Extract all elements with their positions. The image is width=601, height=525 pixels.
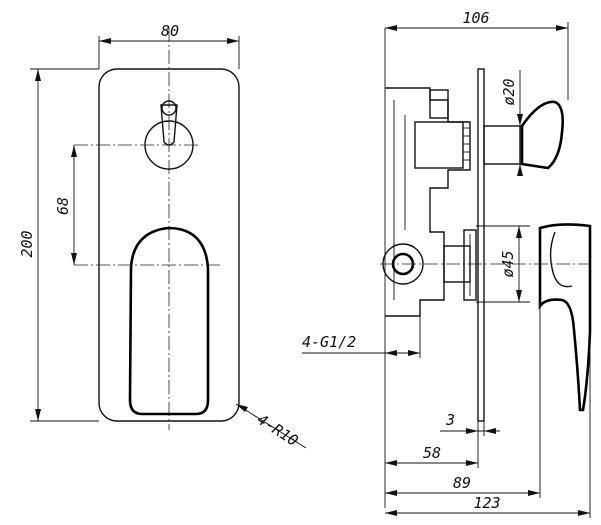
dim-68-label: 68	[54, 197, 72, 215]
dim-106-label: 106	[462, 9, 489, 27]
dim-200-label: 200	[18, 230, 36, 257]
dim-20-arrow-top	[517, 114, 523, 126]
dim-45-label: ø45	[499, 250, 517, 277]
lever-side-body	[538, 223, 592, 412]
corner-leader	[235, 403, 307, 449]
dim-68-arrow-top	[71, 145, 77, 157]
dim-123-arrow-left	[385, 510, 397, 516]
dim-thread-label: 4-G1/2	[302, 333, 356, 351]
dim-89-arrow-left	[385, 490, 397, 496]
dim-80-arrow-left	[99, 38, 111, 44]
dim-thread-arrow-left	[385, 350, 397, 356]
dim-68-arrow-bottom	[71, 253, 77, 265]
corner-label: 4-R10	[254, 410, 302, 450]
valve-body-outline	[385, 87, 471, 317]
mixer-lever-handle	[128, 226, 210, 416]
mixer-flange	[463, 229, 477, 301]
dim-106-arrow-right	[556, 25, 568, 31]
dim-20-arrow-bottom	[517, 164, 523, 176]
lever-side-inner	[549, 231, 573, 288]
front-view: 80 200 68 4-R10	[18, 22, 307, 450]
knob-side-body	[520, 100, 564, 170]
knob-shaft	[483, 125, 521, 165]
dim-123-arrow-right	[578, 510, 590, 516]
dim-80-arrow-right	[227, 38, 239, 44]
diverter-cartridge	[414, 121, 464, 169]
dim-123-label: 123	[473, 494, 500, 512]
diverter-knob-tip	[161, 100, 177, 116]
dim-200-arrow-top	[35, 69, 41, 81]
dim-3-label: 3	[445, 411, 455, 429]
dim-89-arrow-right	[528, 490, 540, 496]
side-view: 106 ø20 ø45 4-G1/2 3 58	[302, 9, 592, 518]
dim-58-label: 58	[423, 444, 441, 462]
dim-20-label: ø20	[500, 78, 518, 105]
dim-58-arrow-right	[466, 460, 478, 466]
dim-58-arrow-left	[385, 460, 397, 466]
cover-plate	[477, 68, 485, 422]
dim-80-label: 80	[161, 22, 179, 40]
dim-200-arrow-bottom	[35, 409, 41, 421]
dim-89-label: 89	[453, 474, 471, 492]
dim-45-arrow-bottom	[516, 290, 522, 302]
corner-leader-arrow	[236, 404, 248, 412]
dim-3-arrow-right	[484, 428, 496, 434]
valve-top-block	[429, 89, 449, 119]
dim-106-arrow-left	[385, 25, 397, 31]
dim-45-arrow-top	[516, 226, 522, 238]
dim-thread-arrow-right	[408, 350, 420, 356]
dim-3-arrow-left	[466, 428, 478, 434]
